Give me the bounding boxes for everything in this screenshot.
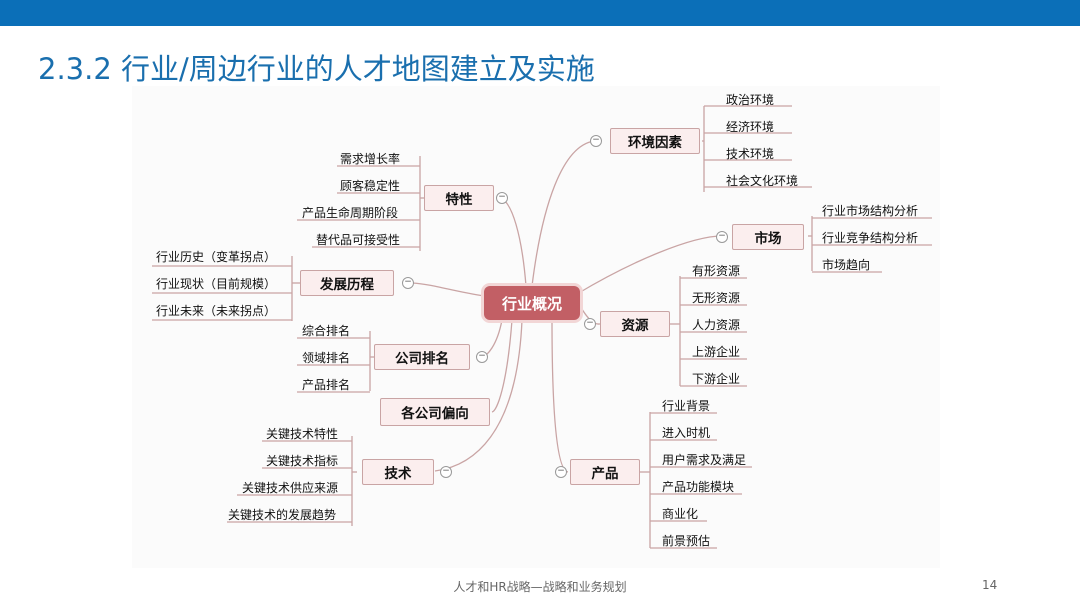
branch-ranking[interactable]: 公司排名 — [374, 344, 470, 370]
branch-company-preference[interactable]: 各公司偏向 — [380, 398, 490, 426]
leaf-item[interactable]: 关键技术特性 — [266, 427, 339, 441]
branch-technology[interactable]: 技术 — [362, 459, 434, 485]
leaf-item[interactable]: 用户需求及满足 — [662, 453, 747, 467]
leaf-item[interactable]: 顾客稳定性 — [340, 179, 401, 193]
leaf-item[interactable]: 人力资源 — [692, 318, 741, 332]
leaf-item[interactable]: 前景预估 — [662, 534, 711, 548]
page-number: 14 — [982, 578, 998, 592]
leaf-item[interactable]: 行业历史（变革拐点） — [156, 250, 277, 264]
collapse-toggle[interactable]: − — [402, 277, 414, 289]
leaf-item[interactable]: 关键技术指标 — [266, 454, 339, 468]
leaf-item[interactable]: 无形资源 — [692, 291, 741, 305]
leaf-item[interactable]: 替代品可接受性 — [316, 233, 401, 247]
leaf-item[interactable]: 行业市场结构分析 — [822, 204, 919, 218]
branch-product[interactable]: 产品 — [570, 459, 640, 485]
page-title: 2.3.2 行业/周边行业的人才地图建立及实施 — [38, 52, 595, 86]
leaf-item[interactable]: 领域排名 — [302, 351, 351, 365]
collapse-toggle[interactable]: − — [476, 351, 488, 363]
collapse-toggle[interactable]: − — [555, 466, 567, 478]
leaf-item[interactable]: 商业化 — [662, 507, 699, 521]
collapse-toggle[interactable]: − — [496, 192, 508, 204]
collapse-toggle[interactable]: − — [584, 318, 596, 330]
leaf-item[interactable]: 技术环境 — [726, 147, 775, 161]
mind-map: 行业概况 环境因素 − 市场 − 资源 − 产品 − 特性 − 发展历程 − 公… — [132, 86, 940, 568]
leaf-item[interactable]: 经济环境 — [726, 120, 775, 134]
top-bar — [0, 0, 1080, 26]
leaf-item[interactable]: 有形资源 — [692, 264, 741, 278]
leaf-item[interactable]: 市场趋向 — [822, 258, 871, 272]
leaf-item[interactable]: 进入时机 — [662, 426, 711, 440]
leaf-item[interactable]: 行业现状（目前规模） — [156, 277, 277, 291]
leaf-item[interactable]: 综合排名 — [302, 324, 351, 338]
branch-environment[interactable]: 环境因素 — [610, 128, 700, 154]
leaf-item[interactable]: 行业背景 — [662, 399, 711, 413]
leaf-item[interactable]: 社会文化环境 — [726, 174, 799, 188]
leaf-item[interactable]: 关键技术供应来源 — [242, 481, 339, 495]
mind-map-connectors — [152, 105, 932, 549]
leaf-item[interactable]: 产品排名 — [302, 378, 351, 392]
footer-text: 人才和HR战略—战略和业务规划 — [453, 580, 627, 594]
branch-resources[interactable]: 资源 — [600, 311, 670, 337]
center-node[interactable]: 行业概况 — [484, 286, 580, 320]
collapse-toggle[interactable]: − — [590, 135, 602, 147]
branch-market[interactable]: 市场 — [732, 224, 804, 250]
branch-characteristics[interactable]: 特性 — [424, 185, 494, 211]
branch-history[interactable]: 发展历程 — [300, 270, 394, 296]
leaf-item[interactable]: 需求增长率 — [340, 152, 401, 166]
leaf-item[interactable]: 产品生命周期阶段 — [302, 206, 399, 220]
leaf-item[interactable]: 行业竞争结构分析 — [822, 231, 919, 245]
leaf-item[interactable]: 上游企业 — [692, 345, 741, 359]
leaf-item[interactable]: 关键技术的发展趋势 — [228, 508, 337, 522]
leaf-item[interactable]: 政治环境 — [726, 93, 775, 107]
leaf-item[interactable]: 产品功能模块 — [662, 480, 735, 494]
collapse-toggle[interactable]: − — [716, 231, 728, 243]
collapse-toggle[interactable]: − — [440, 466, 452, 478]
leaf-item[interactable]: 下游企业 — [692, 372, 741, 386]
leaf-item[interactable]: 行业未来（未来拐点） — [156, 304, 277, 318]
